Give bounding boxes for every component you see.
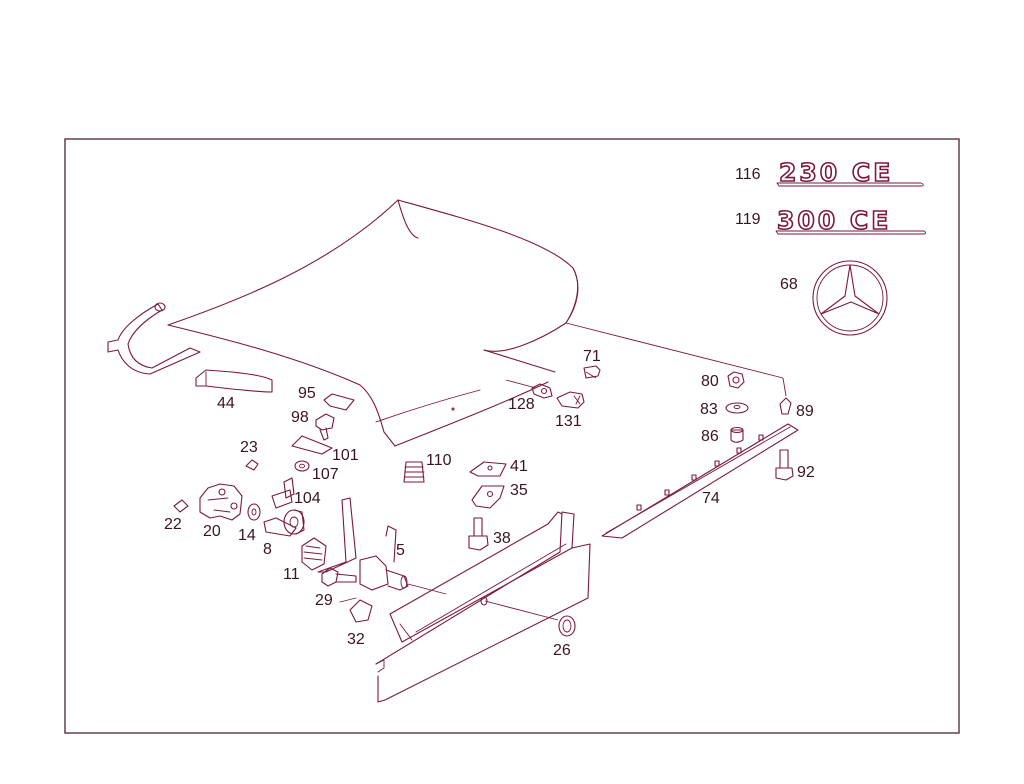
part-29-screw bbox=[321, 567, 357, 587]
emblem-230ce: 230 CE bbox=[776, 157, 924, 188]
callout-107: 107 bbox=[312, 466, 339, 483]
callout-20: 20 bbox=[203, 523, 221, 540]
part-104-bolt bbox=[271, 477, 295, 509]
part-110-buffer bbox=[403, 461, 425, 483]
callout-32: 32 bbox=[347, 631, 365, 648]
part-8-cylinder bbox=[283, 509, 305, 535]
part-74-seal-strip bbox=[601, 423, 799, 539]
lower-leaders bbox=[407, 583, 559, 621]
callout-110: 110 bbox=[426, 452, 452, 469]
part-107-washer bbox=[294, 460, 310, 472]
part-22-clip bbox=[173, 499, 189, 513]
callout-29: 29 bbox=[315, 592, 333, 609]
callout-44: 44 bbox=[217, 395, 235, 412]
rear-panel bbox=[375, 511, 591, 703]
callout-41: 41 bbox=[510, 458, 528, 475]
part-8-lever bbox=[263, 517, 297, 537]
part-26-grommet bbox=[558, 615, 576, 637]
part-89-clip bbox=[779, 397, 792, 415]
part-95-wedge bbox=[323, 393, 355, 411]
part-41-plate bbox=[469, 461, 507, 477]
part-71-bolt bbox=[583, 365, 601, 379]
part-20-lock bbox=[199, 483, 243, 521]
callouts: 116 119 68 71 80 83 86 89 92 74 44 95 98… bbox=[164, 166, 815, 659]
part-86-grommet bbox=[730, 426, 744, 443]
lid-leaders bbox=[505, 322, 787, 397]
callout-89: 89 bbox=[796, 403, 814, 420]
callout-95: 95 bbox=[298, 385, 316, 402]
callout-23: 23 bbox=[240, 439, 258, 456]
diagram-frame bbox=[64, 138, 960, 734]
callout-8: 8 bbox=[263, 541, 272, 558]
callout-26: 26 bbox=[553, 642, 571, 659]
part-98-screw bbox=[315, 413, 335, 441]
part-101-wedge bbox=[291, 435, 333, 455]
callout-22: 22 bbox=[164, 516, 182, 533]
callout-38: 38 bbox=[493, 530, 511, 547]
part-80-nut bbox=[727, 371, 745, 389]
callout-98: 98 bbox=[291, 409, 309, 426]
callout-131: 131 bbox=[555, 413, 582, 430]
callout-104: 104 bbox=[294, 490, 321, 507]
callout-11: 11 bbox=[283, 566, 300, 583]
callout-14: 14 bbox=[238, 527, 256, 544]
star-emblem-68 bbox=[812, 260, 888, 336]
torsion-bar-hinge bbox=[107, 302, 201, 375]
part-35-bracket bbox=[471, 485, 505, 509]
part-128-screw bbox=[531, 383, 553, 399]
part-92-bolt bbox=[775, 449, 794, 481]
part-131-screw bbox=[556, 391, 585, 409]
callout-128: 128 bbox=[508, 396, 535, 413]
trunk-lid bbox=[167, 199, 579, 447]
part-5-rod bbox=[317, 497, 357, 573]
callout-101: 101 bbox=[332, 447, 359, 464]
callout-119: 119 bbox=[735, 211, 761, 228]
part-83-washer bbox=[725, 402, 749, 414]
callout-5: 5 bbox=[396, 542, 405, 559]
callout-68: 68 bbox=[780, 276, 798, 293]
part-32-clip bbox=[339, 597, 373, 623]
part-11-gear bbox=[301, 537, 327, 571]
callout-80: 80 bbox=[701, 373, 719, 390]
callout-92: 92 bbox=[797, 464, 815, 481]
callout-86: 86 bbox=[701, 428, 719, 445]
callout-83: 83 bbox=[700, 401, 718, 418]
callout-116: 116 bbox=[735, 166, 761, 183]
part-5-lock-body bbox=[359, 525, 409, 591]
callout-71: 71 bbox=[583, 348, 601, 365]
callout-35: 35 bbox=[510, 482, 528, 499]
part-14-washer bbox=[247, 503, 261, 521]
part-38-bolt bbox=[468, 517, 489, 551]
part-44-trim bbox=[195, 369, 273, 393]
emblem-300ce: 300 CE bbox=[775, 205, 926, 236]
part-23-clip bbox=[245, 459, 259, 471]
callout-74: 74 bbox=[702, 490, 720, 507]
